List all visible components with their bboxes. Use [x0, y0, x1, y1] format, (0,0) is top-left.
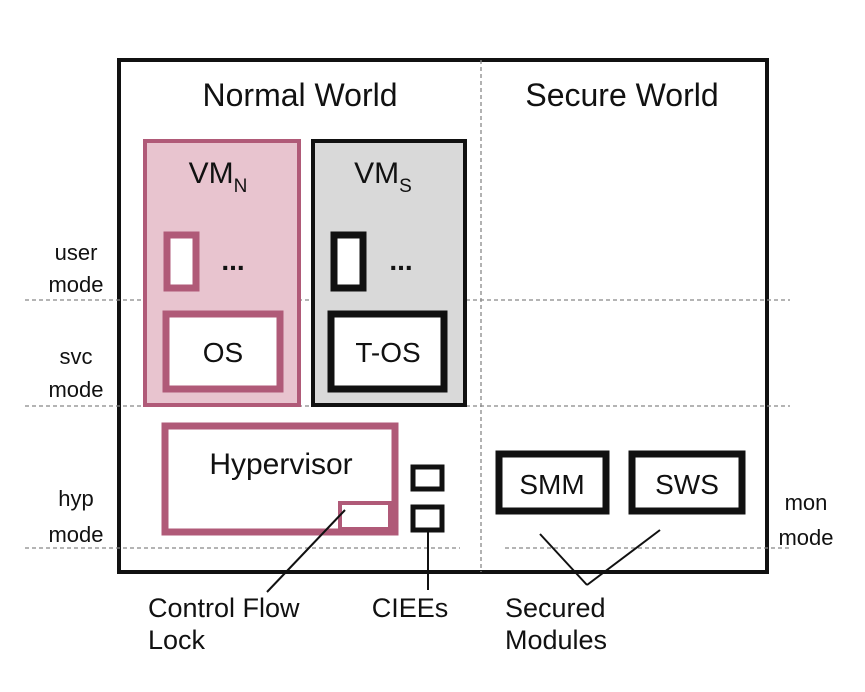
vm-normal-ellipsis: ... [221, 245, 244, 276]
control-flow-lock-label-line1: Control Flow [148, 593, 300, 623]
vm-normal-os-label: OS [203, 337, 243, 368]
vm-secure: VMS ... T-OS [311, 139, 467, 407]
control-flow-lock-label-line2: Lock [148, 625, 206, 655]
ciee-box-2 [410, 504, 445, 533]
sws-label: SWS [655, 469, 719, 500]
mode-label-svc-line1: svc [60, 344, 93, 369]
secured-modules-pointer-right [586, 529, 661, 586]
hypervisor-label: Hypervisor [209, 448, 352, 481]
sws-module: SWS [628, 450, 746, 515]
mode-label-svc-line2: mode [48, 377, 103, 402]
vm-normal-title: VM [189, 157, 234, 190]
vm-normal-os-box [162, 310, 284, 393]
vm-secure-ellipsis: ... [389, 245, 412, 276]
secured-modules-label-line1: Secured [505, 593, 606, 623]
vm-secure-app-box [330, 231, 367, 292]
outer-frame [117, 58, 769, 574]
secured-modules-pointer-left [539, 533, 588, 586]
smm-module: SMM [495, 450, 610, 515]
ciee-box-1 [410, 464, 445, 492]
mode-label-user-line2: mode [48, 272, 103, 297]
mode-label-hyp-line1: hyp [58, 486, 93, 511]
secure-world-title: Secure World [525, 77, 718, 113]
vm-normal-app-box [163, 231, 200, 292]
vm-normal-subscript: N [234, 176, 248, 197]
control-flow-lock-box [338, 501, 392, 531]
mode-label-mon-line1: mon [785, 490, 828, 515]
vm-secure-title: VM [354, 157, 399, 190]
vm-secure-os-label: T-OS [355, 337, 420, 368]
smm-label: SMM [519, 469, 584, 500]
hypervisor: Hypervisor [161, 422, 399, 536]
vm-normal: VMN ... OS [143, 139, 301, 407]
svg-text:VMN: VMN [189, 157, 248, 197]
normal-world-title: Normal World [203, 77, 398, 113]
ciees-label: CIEEs [372, 593, 449, 623]
control-flow-lock-pointer [266, 509, 346, 593]
svg-text:VMS: VMS [354, 157, 412, 197]
mode-label-user-line1: user [55, 240, 98, 265]
vm-secure-os-box [327, 310, 448, 393]
mode-label-mon-line2: mode [778, 525, 833, 550]
vm-secure-subscript: S [399, 176, 412, 197]
secured-modules-label-line2: Modules [505, 625, 607, 655]
mode-label-hyp-line2: mode [48, 522, 103, 547]
